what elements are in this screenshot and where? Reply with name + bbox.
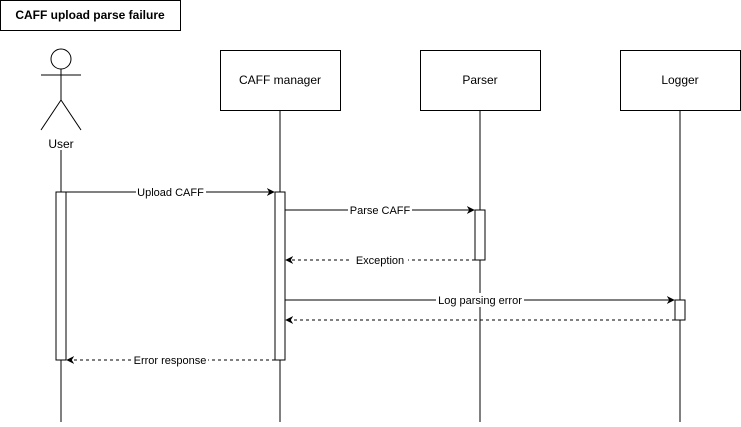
message-label-bg xyxy=(352,253,408,267)
activation-bars xyxy=(55,191,686,361)
message-label-bg xyxy=(348,203,412,217)
title-box xyxy=(0,0,181,31)
activation-logger xyxy=(674,299,686,321)
message-label-bg xyxy=(436,293,524,307)
message-exception[interactable]: Exception xyxy=(285,253,475,267)
message-error-response[interactable]: Error response xyxy=(66,353,275,367)
participant-parser[interactable]: Parser xyxy=(420,50,541,111)
message-label: Exception xyxy=(356,255,404,267)
participant-box-caff-manager xyxy=(220,50,341,111)
message-log-parsing-error[interactable]: Log parsing error xyxy=(285,293,675,307)
message-label: Parse CAFF xyxy=(350,205,411,217)
message-upload-caff[interactable]: Upload CAFF xyxy=(66,185,275,199)
participant-caff-manager[interactable]: CAFF manager xyxy=(220,50,341,111)
participant-label-caff-manager: CAFF manager xyxy=(239,73,321,87)
title-frame: CAFF upload parse failure xyxy=(0,0,181,31)
activation-user xyxy=(55,191,67,361)
message-label: Upload CAFF xyxy=(137,187,204,199)
messages: Upload CAFF Parse CAFF Exception Log par… xyxy=(66,185,675,367)
participant-box-parser xyxy=(420,50,541,111)
user-actor-icon xyxy=(40,48,82,131)
participant-logger[interactable]: Logger xyxy=(620,50,741,111)
participant-label-parser: Parser xyxy=(462,73,497,87)
participant-label-user: User xyxy=(48,137,73,151)
message-label-bg xyxy=(132,353,208,367)
participant-box-logger xyxy=(620,50,741,111)
activation-parser xyxy=(474,209,486,261)
participant-label-logger: Logger xyxy=(661,73,698,87)
diagram-title: CAFF upload parse failure xyxy=(15,8,165,22)
message-label: Log parsing error xyxy=(438,295,522,307)
activation-caff-manager xyxy=(274,191,286,361)
message-label-bg xyxy=(136,185,206,199)
participant-user[interactable]: User xyxy=(40,48,82,151)
message-label: Error response xyxy=(134,355,207,367)
message-parse-caff[interactable]: Parse CAFF xyxy=(285,203,475,217)
